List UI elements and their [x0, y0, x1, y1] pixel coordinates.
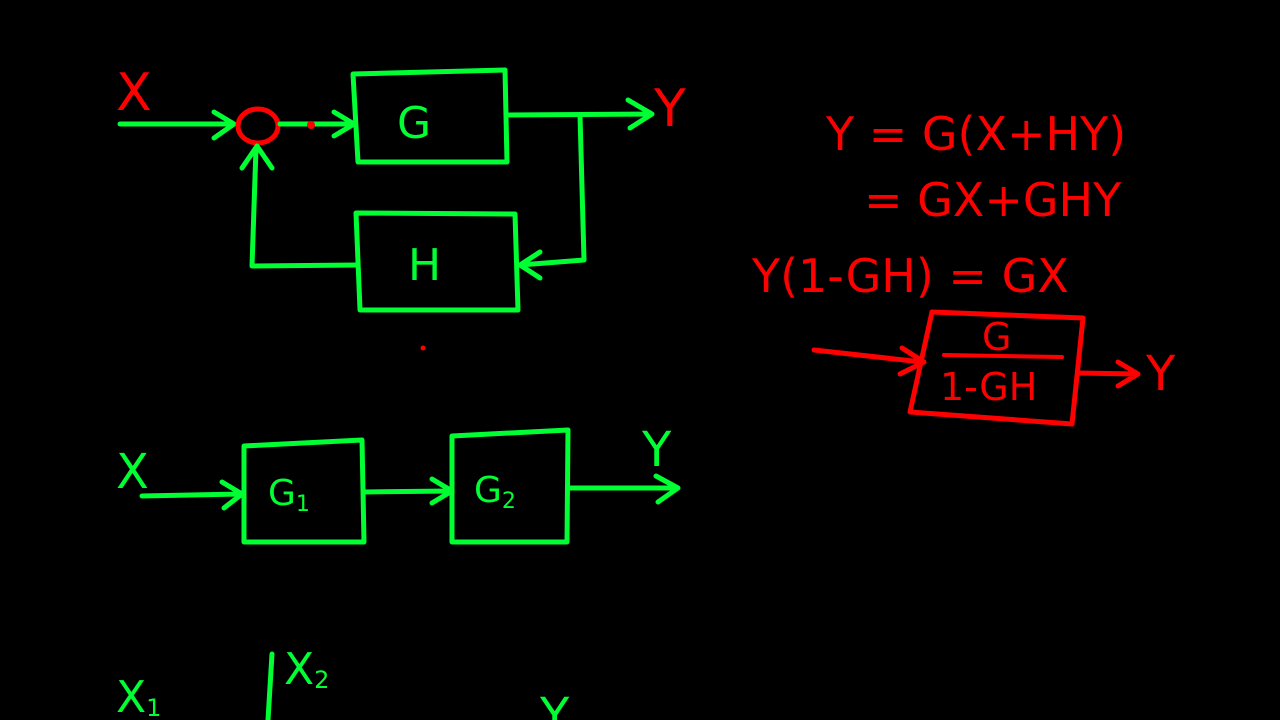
- derivation-equations: Y = G(X+HY) = GX+GHY Y(1-GH) = GX: [751, 107, 1126, 303]
- g-block: [350, 67, 510, 165]
- series-output-label: Y: [641, 422, 672, 478]
- cursor-red-dot: [420, 345, 426, 351]
- feedback-output-label: Y: [653, 79, 686, 139]
- g2-base: G: [474, 470, 502, 511]
- parallel-diagram-partial: X1 X2 Y: [116, 644, 570, 720]
- feedback-input-arrow: [117, 109, 237, 141]
- red-dot: [307, 121, 315, 129]
- g1-block: [241, 437, 367, 545]
- feedback-loop-diagram: X G Y H: [116, 63, 686, 313]
- g2-subscript: 2: [502, 489, 516, 514]
- g-block-label: G: [397, 98, 431, 149]
- g1-base: G: [268, 473, 296, 514]
- g2-block: [449, 427, 571, 545]
- x2-base: X: [284, 644, 314, 695]
- g2-block-label: G2: [474, 470, 516, 514]
- series-input-label: X: [116, 444, 149, 500]
- equivalent-numerator: G: [982, 315, 1011, 359]
- feedback-return-line: [517, 112, 587, 281]
- junction-to-g-arrow: [277, 109, 357, 139]
- g1-to-g2-arrow: [361, 476, 455, 506]
- g1-subscript: 1: [296, 492, 310, 517]
- h-block: [353, 210, 521, 313]
- h-to-junction-arrow: [239, 143, 361, 269]
- series-output-arrow: [565, 473, 681, 505]
- equivalent-output-arrow: [1075, 359, 1141, 389]
- summing-junction: [235, 106, 281, 146]
- equivalent-block: [907, 309, 1086, 427]
- equivalent-output-label: Y: [1145, 346, 1176, 402]
- series-input-arrow: [139, 479, 245, 511]
- x2-label: X2: [284, 644, 329, 695]
- derivation-line-3: Y(1-GH) = GX: [751, 249, 1069, 303]
- x2-down-arrow: [265, 651, 275, 720]
- x1-base: X: [116, 672, 146, 720]
- x1-label: X1: [116, 672, 161, 720]
- mouse-cursor: [420, 345, 444, 377]
- h-block-label: H: [408, 240, 441, 291]
- g1-block-label: G1: [268, 473, 310, 517]
- cursor-arrow-icon: [427, 349, 444, 377]
- x1-subscript: 1: [146, 694, 161, 720]
- equivalent-denominator: 1-GH: [940, 365, 1037, 409]
- parallel-output-label-partial: Y: [539, 688, 570, 720]
- derivation-line-1: Y = G(X+HY): [825, 107, 1126, 161]
- x2-subscript: 2: [314, 666, 329, 694]
- derivation-line-2: = GX+GHY: [864, 173, 1122, 227]
- feedback-input-label: X: [116, 63, 152, 123]
- series-diagram: X G1 G2 Y: [116, 422, 681, 545]
- fraction-bar: [942, 353, 1064, 359]
- equivalent-block-diagram: G 1-GH Y: [811, 309, 1176, 427]
- equivalent-input-arrow: [811, 345, 927, 377]
